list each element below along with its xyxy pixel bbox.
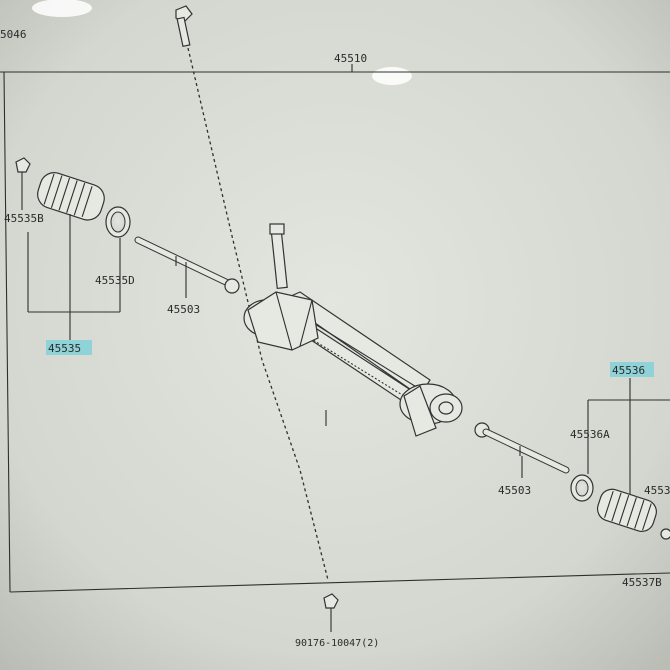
clamp-bolt-left-part [15,157,31,200]
frame-bottom-line [9,572,670,593]
label-boot-clamp-left[interactable]: 45535B [4,212,44,225]
bottom-bolt-part [323,593,339,632]
label-ring-right[interactable]: 45536A [570,428,610,441]
label-bolt[interactable]: 90176-10047(2) [295,638,379,649]
top-bolt-part [175,5,193,48]
label-cut-right[interactable]: 4553 [644,484,670,497]
tie-rod-right-part [474,422,570,474]
clamp-bolt-right-part [660,528,670,540]
frame-left-line [3,71,11,593]
label-assembly[interactable]: 45510 [334,52,367,65]
label-boot-left-kit[interactable]: 45535 [48,342,81,355]
steering-rack-housing-part [243,223,463,437]
screen-glare [372,67,412,85]
alignment-dashed-line [187,47,329,581]
label-ring-left[interactable]: 45535D [95,274,135,287]
bellows-boot-left-part [37,172,105,221]
label-tie-rod-right[interactable]: 45503 [498,484,531,497]
screen-glare [32,0,92,17]
highlight-boot-left [46,340,92,355]
highlight-boot-right [610,362,654,377]
tie-rod-left-part [134,236,240,294]
label-top-left[interactable]: 5046 [0,28,27,41]
label-boot-right-kit[interactable]: 45536 [612,364,645,377]
label-tie-rod-left[interactable]: 45503 [167,303,200,316]
label-clamp-right[interactable]: 45537B [622,576,662,589]
bellows-boot-right-part [596,488,657,532]
